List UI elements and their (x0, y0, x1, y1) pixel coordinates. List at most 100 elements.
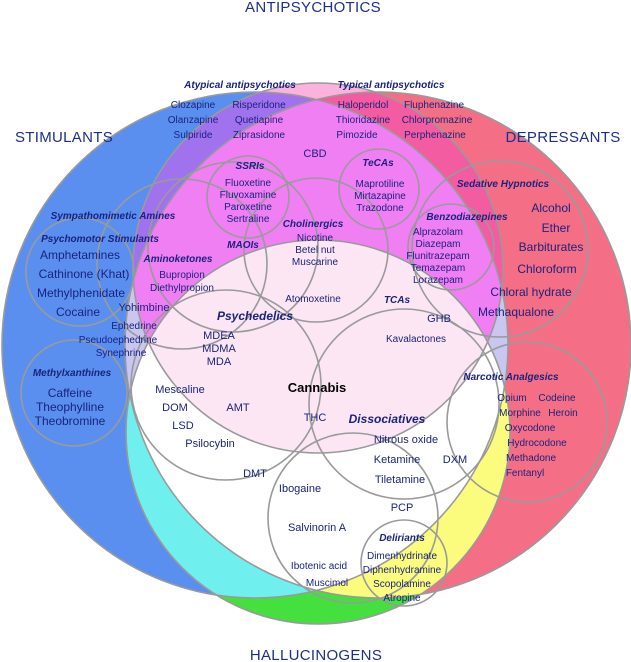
drug-label: Heroin (548, 408, 577, 419)
drug-label: Quetiapine (235, 115, 284, 126)
drug-label: Nicotine (297, 233, 334, 244)
group-label-atypical: Atypical antipsychotics (183, 80, 296, 91)
drug-label-muscimol: Muscimol (306, 578, 348, 589)
drug-label: Scopolamine (373, 579, 431, 590)
antipsychotics-outline (132, 82, 504, 454)
group-label-tecas: TeCAs (362, 158, 394, 169)
group-label-narcotic-analgesics: Narcotic Analgesics (463, 372, 559, 383)
drug-label: Pimozide (336, 130, 378, 141)
drug-label: Chlorpromazine (402, 115, 473, 126)
drug-label: Hydrocodone (507, 438, 567, 449)
drug-label: Betel nut (295, 245, 335, 256)
group-label-aminoketones: Aminoketones (143, 254, 213, 265)
drug-label: Tiletamine (375, 474, 425, 486)
group-label-ssris: SSRIs (236, 161, 265, 172)
drug-label: AMT (226, 402, 250, 414)
drug-label: Fluphenazine (404, 100, 464, 111)
sedative-ring (411, 160, 589, 338)
group-label-typical: Typical antipsychotics (338, 80, 445, 91)
drug-label: Methaqualone (478, 305, 554, 319)
drug-label: Pseudoephedrine (79, 335, 158, 346)
drug-label: Fentanyl (506, 468, 544, 479)
drug-label: MDA (207, 356, 232, 368)
drug-label: Barbiturates (519, 240, 584, 254)
psychomotor-ring (25, 217, 135, 327)
drug-label-cbd: CBD (303, 148, 326, 160)
drug-label: Risperidone (232, 100, 286, 111)
drug-label-atomoxetine: Atomoxetine (285, 294, 341, 305)
group-label-sympathomimetic: Sympathomimetic Amines (51, 211, 176, 222)
drug-label: Clozapine (171, 100, 216, 111)
category-title-antipsychotics: ANTIPSYCHOTICS (245, 0, 381, 16)
drug-label: Diethylpropion (150, 283, 214, 294)
drug-label: DXM (443, 454, 467, 466)
drug-label: Caffeine (48, 386, 93, 400)
drug-label: Theophylline (36, 400, 104, 414)
drug-label: Synephrine (96, 348, 147, 359)
drug-label: Chloral hydrate (490, 285, 572, 299)
ibogaine-ring (267, 432, 439, 604)
drug-label: Morphine (499, 408, 541, 419)
group-label-methylxanthines: Methylxanthines (33, 368, 112, 379)
drug-label-kavalactones: Kavalactones (386, 334, 446, 345)
drug-label: Opium (497, 393, 526, 404)
group-label-tcas: TCAs (384, 295, 411, 306)
drug-label: Perphenazine (404, 130, 466, 141)
drug-label: DOM (162, 402, 188, 414)
group-label-benzodiazepines: Benzodiazepines (426, 212, 508, 223)
group-label-cholinergics: Cholinergics (283, 219, 344, 230)
drug-label: Flunitrazepam (406, 251, 469, 262)
group-label-maois: MAOIs (227, 240, 259, 251)
drug-label: Cathinone (Khat) (39, 267, 130, 281)
drug-label: Maprotiline (356, 179, 405, 190)
group-label-psychomotor: Psychomotor Stimulants (41, 234, 159, 245)
drug-label: Ephedrine (111, 321, 157, 332)
drug-label: Methylphenidate (37, 286, 125, 300)
drug-label: Chloroform (517, 262, 576, 276)
drug-label: MDMA (202, 343, 236, 355)
group-label-dissociatives: Dissociatives (349, 412, 426, 426)
drug-label: Olanzapine (168, 115, 219, 126)
narcotic-ring (446, 341, 608, 503)
group-label-sedative-hypnotics: Sedative Hypnotics (457, 179, 550, 190)
drug-label: Diphenhydramine (363, 565, 442, 576)
drug-label: Fluvoxamine (220, 190, 277, 201)
drug-label-ibogaine: Ibogaine (279, 483, 321, 495)
drug-label: Alprazolam (413, 227, 463, 238)
center-overlap (133, 240, 503, 453)
drug-label: Bupropion (159, 270, 205, 281)
drug-label: Fluoxetine (225, 178, 272, 189)
drug-label: MDEA (203, 330, 235, 342)
drug-label: Ziprasidone (233, 130, 286, 141)
drug-label: Dimenhydrinate (367, 551, 437, 562)
drug-label-thc: THC (304, 412, 327, 424)
drug-label: Trazodone (356, 203, 404, 214)
drug-label: Sulpiride (174, 130, 213, 141)
group-label-deliriants: Deliriants (379, 533, 425, 544)
category-title-hallucinogens: HALLUCINOGENS (250, 647, 382, 662)
dissociatives-ring (308, 308, 500, 500)
drug-label: Theobromine (35, 414, 106, 428)
drug-label: Haloperidol (338, 100, 389, 111)
drug-label: Cocaine (56, 305, 100, 319)
methylxanthines-ring (20, 339, 128, 447)
group-label-psychedelics: Psychedelics (217, 309, 293, 323)
drug-label: Methadone (506, 453, 556, 464)
deliriants-ring (360, 519, 448, 607)
drug-label: Mirtazapine (354, 191, 406, 202)
drug-label: Psilocybin (185, 438, 235, 450)
psychedelics-ring (130, 289, 322, 481)
drug-label-yohimbine: Yohimbine (119, 302, 170, 314)
drug-label: Mescaline (155, 384, 205, 396)
ssris-ring (206, 155, 290, 239)
drug-label: Muscarine (292, 257, 339, 268)
drug-label-ibotenic-acid: Ibotenic acid (291, 561, 347, 572)
category-title-stimulants: STIMULANTS (15, 129, 113, 146)
category-title-depressants: DEPRESSANTS (506, 129, 621, 146)
drug-label: LSD (172, 420, 193, 432)
drug-label-pcp: PCP (391, 502, 414, 514)
drug-label: Codeine (538, 393, 576, 404)
drug-label: Amphetamines (40, 248, 120, 262)
